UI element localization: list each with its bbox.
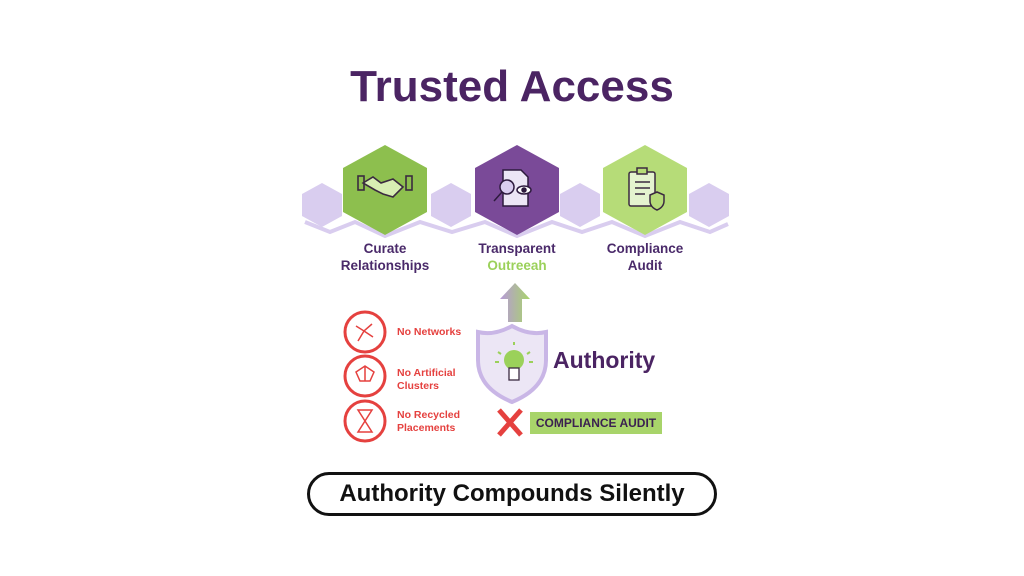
clipboard-hexagon (603, 145, 687, 235)
cluster-icon (343, 354, 387, 398)
step-label-line2: Audit (627, 258, 663, 273)
x-mark-icon (497, 408, 523, 437)
compliance-audit-badge: COMPLIANCE AUDIT (530, 412, 662, 434)
label-line1: No Recycled (397, 409, 461, 421)
step-transparent-outreach: Transparent Outreeah (447, 240, 587, 274)
label-line2: Placements (397, 422, 456, 434)
label-line1: No Artificial (397, 367, 456, 379)
step-label-line1: Curate (363, 241, 407, 256)
no-recycled-placements-label: No Recycled Placements (397, 409, 460, 435)
step-label-line1: Transparent (478, 241, 556, 256)
no-artificial-clusters-label: No Artificial Clusters (397, 367, 456, 393)
step-label-line2: Relationships (340, 258, 430, 273)
clipboard-shield-icon (628, 167, 665, 211)
up-arrow-icon (500, 283, 530, 322)
document-search-icon (493, 169, 532, 207)
page-title: Trusted Access (350, 62, 674, 111)
step-compliance-audit: Compliance Audit (575, 240, 715, 274)
hourglass-icon (343, 399, 387, 443)
network-icon (343, 310, 387, 354)
authority-label: Authority (553, 347, 656, 373)
step-label-line2: Outreeah (487, 258, 547, 273)
step-curate-relationships: Curate Relationships (315, 240, 455, 274)
footer-tagline: Authority Compounds Silently (307, 472, 717, 516)
small-hexagons (302, 183, 729, 227)
step-label-line1: Compliance (606, 241, 684, 256)
shield-lightbulb-icon (476, 323, 548, 405)
label-line2: Clusters (397, 380, 440, 392)
handshake-hexagon (343, 145, 427, 235)
no-networks-label: No Networks (397, 326, 462, 338)
document-hexagon (475, 145, 559, 235)
handshake-icon (357, 175, 413, 198)
